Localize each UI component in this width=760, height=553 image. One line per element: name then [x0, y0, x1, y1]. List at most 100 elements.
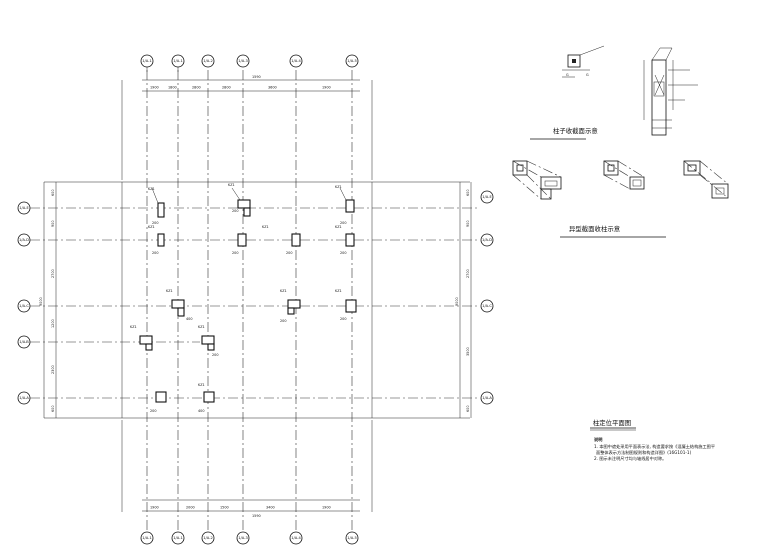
svg-text:KZ1: KZ1 — [148, 225, 155, 229]
dimension-frame — [43, 79, 472, 512]
svg-text:KZ1: KZ1 — [335, 225, 342, 229]
axis-bubble: 1/A-1 — [140, 531, 154, 545]
axis-bubble: 1/A-D — [17, 233, 31, 247]
axis-bubble: 1/A-C — [17, 299, 31, 313]
svg-text:KZ1: KZ1 — [335, 289, 342, 293]
svg-text:1/A-5: 1/A-5 — [347, 59, 356, 63]
svg-text:1/A-A: 1/A-A — [19, 396, 29, 400]
svg-text:1900: 1900 — [322, 506, 331, 510]
column-kz: 200 — [150, 391, 167, 413]
svg-text:G: G — [586, 73, 589, 77]
svg-text:KZ1: KZ1 — [148, 187, 155, 191]
column-kz: KZ1 200 — [280, 289, 301, 323]
svg-text:2800: 2800 — [222, 86, 231, 90]
axis-bubble: 1/A-2 — [201, 531, 215, 545]
axis-bubble: 1/A-1 — [140, 54, 154, 72]
svg-text:KZ1: KZ1 — [130, 325, 137, 329]
svg-text:600: 600 — [466, 406, 470, 412]
axis-bubble: 1/A-B — [17, 335, 31, 349]
svg-text:200: 200 — [232, 251, 238, 255]
left-axis-bubbles: 1/A-E 1/A-D 1/A-C 1/A-B 1/A-A — [17, 201, 31, 405]
svg-text:200: 200 — [340, 317, 346, 321]
svg-text:1900: 1900 — [322, 86, 331, 90]
detail-title-2: 异型截面收柱示意 — [569, 224, 620, 233]
svg-text:1/A-2: 1/A-2 — [203, 536, 212, 540]
note-line: 1. 本图中遮处采用平面表示法, 构造要求按《混凝土结构施工图平 — [594, 443, 715, 450]
right-dimensions: 600 900 2700 3500 600 9000 — [455, 190, 470, 412]
axis-bubble: 1/A-A — [480, 391, 494, 405]
column-kz: KZ1 — [130, 325, 153, 351]
svg-text:1/A-1: 1/A-1 — [173, 59, 182, 63]
svg-text:KZ1: KZ1 — [228, 183, 235, 187]
column-kz: 400 KZ1 — [198, 383, 215, 413]
axis-bubble: 1/A-C — [480, 299, 494, 313]
svg-text:1/A-1: 1/A-1 — [173, 536, 182, 540]
odd-shape-section-detail — [512, 160, 729, 200]
svg-text:200: 200 — [150, 409, 156, 413]
top-axis-bubbles: 1/A-1 1/A-1 1/A-2 1/A-3 1/A-4 1/A-5 — [140, 54, 359, 72]
svg-text:200: 200 — [152, 251, 158, 255]
svg-text:600: 600 — [466, 190, 470, 196]
axis-bubble: 1/A-4 — [289, 531, 303, 545]
axis-bubble: 1/A-4 — [289, 54, 303, 68]
svg-text:9000: 9000 — [455, 297, 459, 306]
svg-text:1/A-C: 1/A-C — [19, 304, 29, 308]
svg-text:1/A-E: 1/A-E — [482, 195, 492, 199]
svg-text:G: G — [566, 73, 569, 77]
svg-text:1/A-D: 1/A-D — [482, 238, 492, 242]
svg-text:KZ1: KZ1 — [280, 289, 287, 293]
svg-text:1900: 1900 — [150, 506, 159, 510]
notes-heading: 说明 — [594, 436, 602, 443]
svg-text:KZ1: KZ1 — [198, 383, 205, 387]
note-line: 面整体表示方法制图规则和构造详图》(16G101-1) — [596, 449, 692, 456]
plan-title-block: 柱定位平面图 说明 1. 本图中遮处采用平面表示法, 构造要求按《混凝土结构施工… — [590, 418, 715, 462]
detail-title-1: 柱子收截面示意 — [553, 126, 598, 135]
svg-text:3500: 3500 — [466, 347, 470, 356]
horizontal-axis-lines — [30, 181, 480, 419]
svg-text:1/A-2: 1/A-2 — [203, 59, 212, 63]
svg-text:1/A-5: 1/A-5 — [347, 536, 356, 540]
svg-text:200: 200 — [340, 221, 346, 225]
svg-text:3600: 3600 — [268, 86, 277, 90]
svg-text:600: 600 — [51, 190, 55, 196]
columns: KZ1 200 KZ1 200 KZ1 200 KZ1 200 200 — [130, 183, 357, 413]
svg-text:200: 200 — [212, 353, 218, 357]
column-kz: 200 — [232, 233, 247, 255]
axis-bubble: 1/A-E — [480, 190, 494, 204]
svg-text:1/A-4: 1/A-4 — [291, 59, 301, 63]
svg-text:200: 200 — [280, 319, 286, 323]
svg-text:1590: 1590 — [252, 514, 261, 518]
plan-title: 柱定位平面图 — [593, 418, 631, 427]
column-kz: KZ1 200 — [335, 289, 357, 321]
axis-bubble: 1/A-1 — [171, 54, 185, 72]
column-kz: KZ1 200 — [148, 187, 165, 225]
column-kz: KZ1 200 — [228, 183, 251, 217]
axis-bubble: 1/A-5 — [345, 531, 359, 545]
svg-text:1/A-1: 1/A-1 — [142, 59, 151, 63]
column-kz: KZ1 400 — [166, 289, 192, 321]
svg-text:900: 900 — [466, 221, 470, 227]
bottom-dimensions: 1900 2000 1500 3400 1900 1590 — [150, 506, 331, 519]
svg-text:KZ1: KZ1 — [335, 185, 342, 189]
svg-text:200: 200 — [152, 221, 158, 225]
svg-text:1/A-1: 1/A-1 — [142, 536, 151, 540]
svg-text:KZ1: KZ1 — [262, 225, 269, 229]
column-kz: KZ1 200 — [148, 225, 165, 255]
svg-text:2000: 2000 — [186, 506, 195, 510]
svg-text:3400: 3400 — [266, 506, 275, 510]
axis-bubble: 1/A-A — [17, 391, 31, 405]
column-kz: KZ1 200 — [335, 185, 355, 225]
vertical-axis-lines — [121, 70, 373, 530]
svg-text:600: 600 — [51, 406, 55, 412]
axis-bubble: 1/A-D — [480, 233, 494, 247]
right-axis-bubbles: 1/A-E 1/A-D 1/A-C 1/A-A — [480, 190, 494, 405]
column-kz: KZ1 200 — [335, 225, 355, 255]
axis-bubble: 1/A-1 — [171, 531, 185, 545]
axis-bubble: 1/A-3 — [236, 531, 250, 545]
svg-text:1/A-D: 1/A-D — [19, 238, 29, 242]
svg-text:2300: 2300 — [51, 365, 55, 374]
svg-text:1500: 1500 — [220, 506, 229, 510]
svg-text:400: 400 — [186, 317, 192, 321]
svg-text:9000: 9000 — [39, 297, 43, 306]
